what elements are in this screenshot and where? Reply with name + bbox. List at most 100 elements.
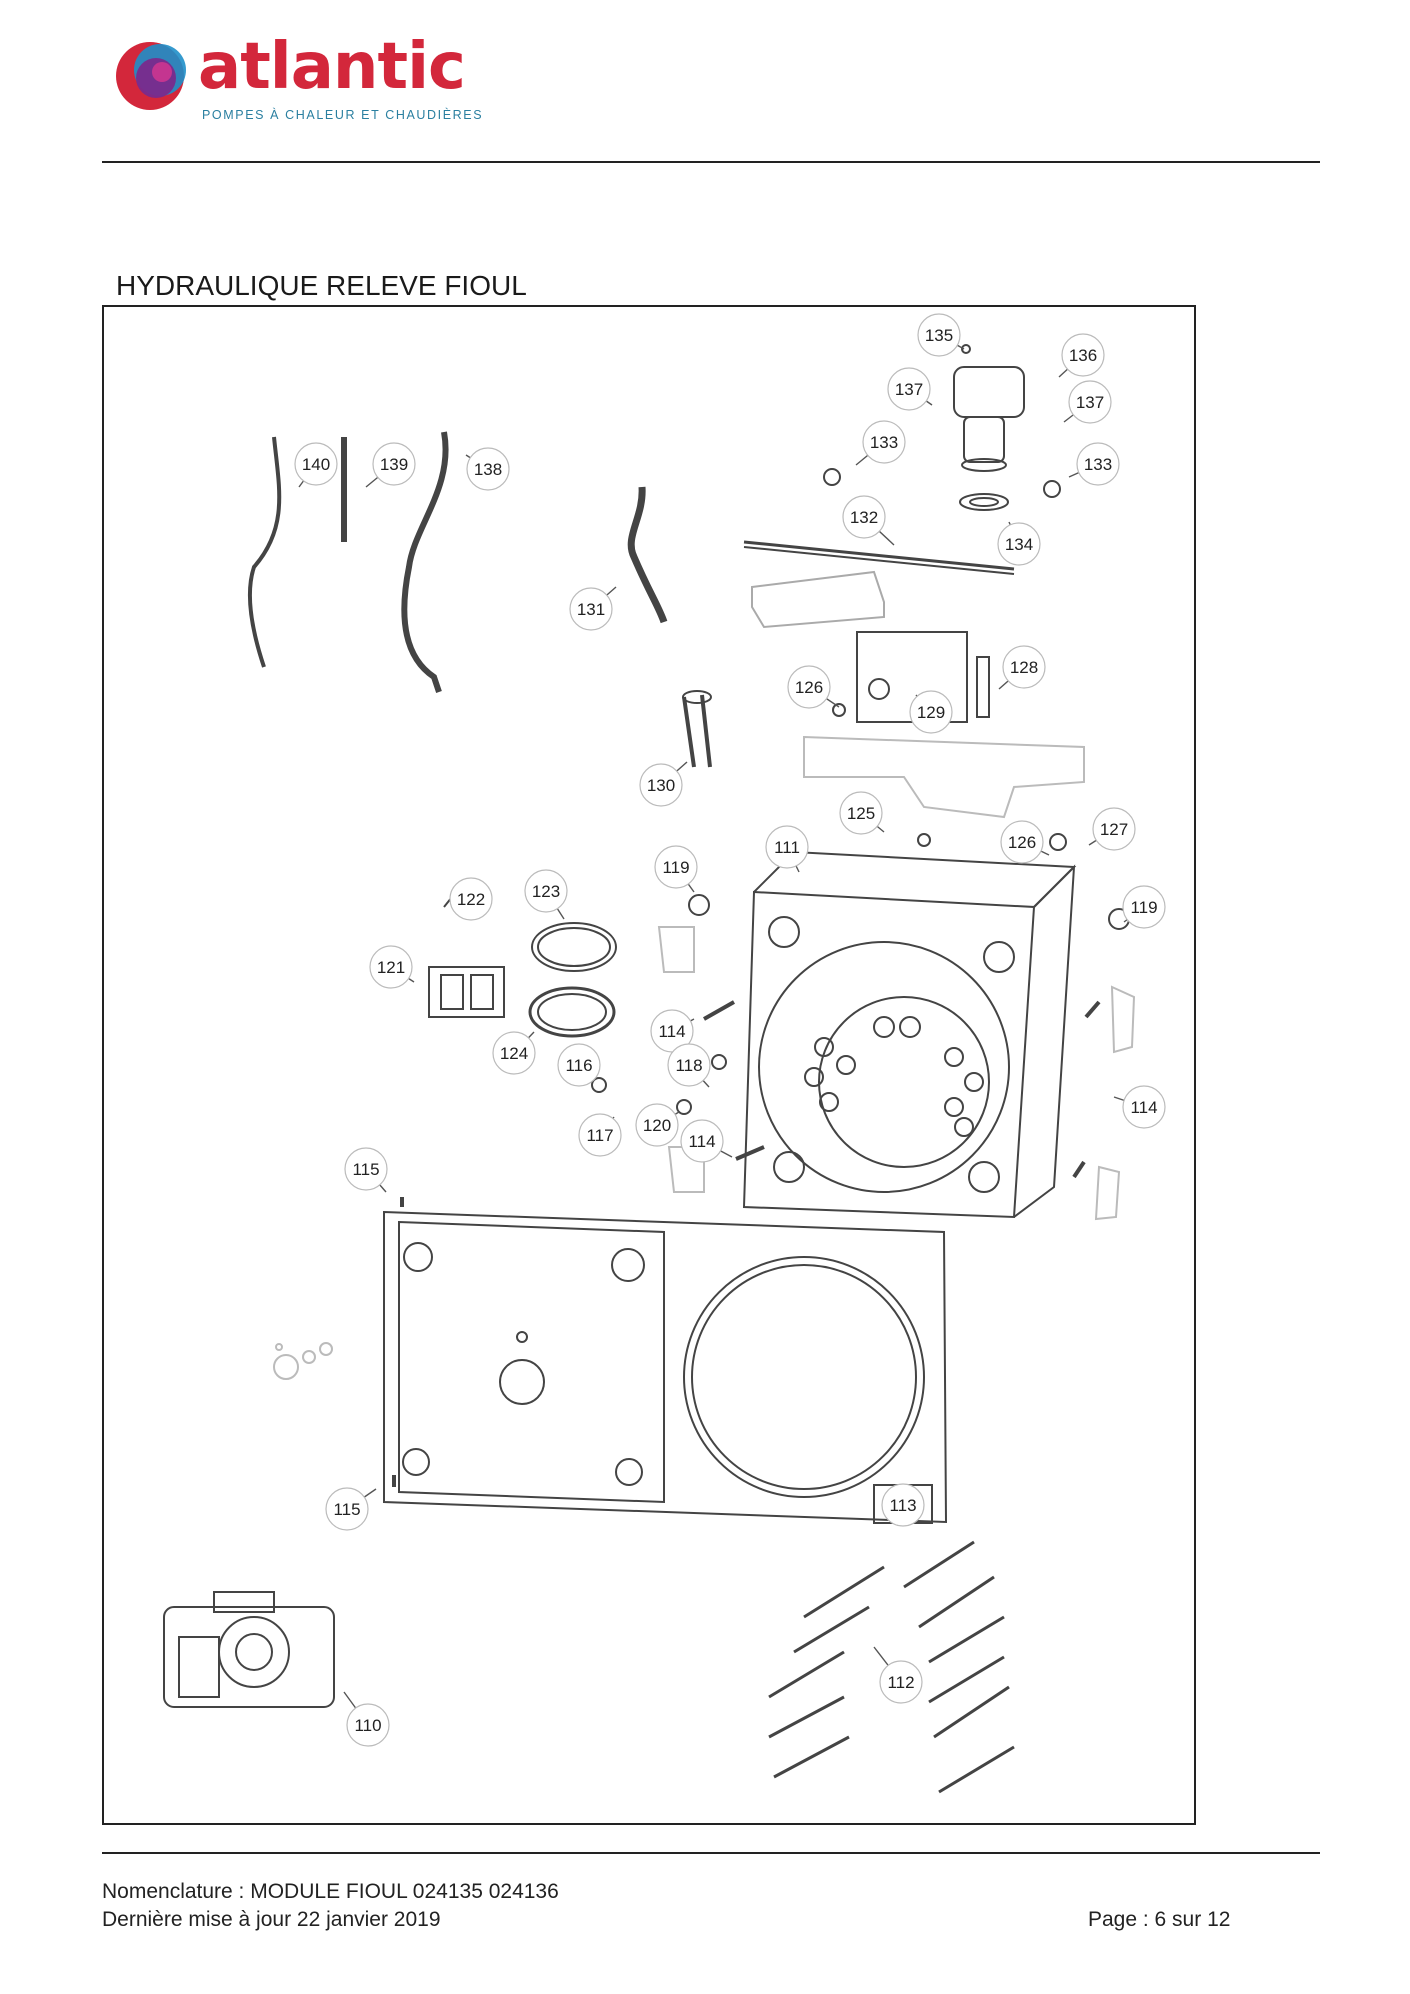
part-callout-120: 120 bbox=[635, 1103, 679, 1147]
callout-bubble bbox=[887, 367, 931, 411]
callout-bubble bbox=[680, 1119, 724, 1163]
callout-number: 133 bbox=[870, 433, 898, 452]
part-callout-110: 110 bbox=[346, 1703, 390, 1747]
callout-number: 121 bbox=[377, 958, 405, 977]
callout-number: 114 bbox=[658, 1022, 685, 1041]
part-callout-129: 129 bbox=[909, 690, 953, 734]
callout-number: 128 bbox=[1010, 658, 1038, 677]
callout-number: 124 bbox=[500, 1044, 528, 1063]
callout-bubble bbox=[917, 313, 961, 357]
callout-bubble bbox=[466, 447, 510, 491]
callout-bubble bbox=[997, 522, 1041, 566]
atlantic-logo-icon bbox=[116, 42, 186, 110]
part-callout-124: 124 bbox=[492, 1031, 536, 1075]
callout-bubble bbox=[1000, 820, 1044, 864]
callout-bubble bbox=[862, 420, 906, 464]
part-callout-127: 127 bbox=[1092, 807, 1136, 851]
part-callout-139: 139 bbox=[372, 442, 416, 486]
part-callout-135: 135 bbox=[917, 313, 961, 357]
callout-number: 112 bbox=[887, 1673, 914, 1692]
callout-number: 127 bbox=[1100, 820, 1128, 839]
callout-bubble bbox=[1061, 333, 1105, 377]
part-callout-114: 114 bbox=[680, 1119, 724, 1163]
callout-bubble bbox=[346, 1703, 390, 1747]
callout-number: 114 bbox=[1130, 1098, 1157, 1117]
part-callout-133: 133 bbox=[1076, 442, 1120, 486]
callout-bubble bbox=[1122, 885, 1166, 929]
callout-number: 134 bbox=[1005, 535, 1033, 554]
callout-number: 139 bbox=[380, 455, 408, 474]
callout-number: 116 bbox=[565, 1056, 592, 1075]
callout-number: 126 bbox=[795, 678, 823, 697]
callout-number: 118 bbox=[675, 1056, 702, 1075]
callout-number: 125 bbox=[847, 804, 875, 823]
part-callout-123: 123 bbox=[524, 869, 568, 913]
part-callout-133: 133 bbox=[862, 420, 906, 464]
callout-number: 119 bbox=[1130, 898, 1157, 917]
footer-divider bbox=[102, 1852, 1320, 1854]
callout-bubble bbox=[1002, 645, 1046, 689]
callout-number: 113 bbox=[889, 1496, 916, 1515]
footer-page-number: Page : 6 sur 12 bbox=[1088, 1908, 1231, 1931]
part-callout-134: 134 bbox=[997, 522, 1041, 566]
part-callout-115: 115 bbox=[344, 1147, 388, 1191]
burner-unit bbox=[163, 1591, 335, 1708]
callout-number: 114 bbox=[688, 1132, 715, 1151]
callout-bubble bbox=[842, 495, 886, 539]
footer-nomenclature: Nomenclature : MODULE FIOUL 024135 02413… bbox=[102, 1880, 559, 1903]
callout-number: 123 bbox=[532, 882, 560, 901]
callout-bubble bbox=[654, 845, 698, 889]
part-callout-136: 136 bbox=[1061, 333, 1105, 377]
part-callout-137: 137 bbox=[887, 367, 931, 411]
callout-number: 131 bbox=[577, 600, 605, 619]
part-callout-119: 119 bbox=[1122, 885, 1166, 929]
callout-bubble bbox=[909, 690, 953, 734]
callout-number: 132 bbox=[850, 508, 878, 527]
callout-bubble bbox=[667, 1043, 711, 1087]
callout-bubble bbox=[369, 945, 413, 989]
part-callout-113: 113 bbox=[881, 1483, 925, 1527]
callout-bubble bbox=[325, 1487, 369, 1531]
callout-number: 135 bbox=[925, 326, 953, 345]
callout-bubble bbox=[449, 877, 493, 921]
header-divider bbox=[102, 161, 1320, 163]
callout-number: 115 bbox=[352, 1160, 379, 1179]
part-callout-117: 117 bbox=[578, 1113, 622, 1157]
part-callout-138: 138 bbox=[466, 447, 510, 491]
part-callout-122: 122 bbox=[449, 877, 493, 921]
part-callout-137: 137 bbox=[1068, 380, 1112, 424]
callout-number: 111 bbox=[774, 838, 800, 857]
turbulator-springs bbox=[768, 1540, 1015, 1794]
callout-number: 115 bbox=[333, 1500, 360, 1519]
callout-bubble bbox=[1092, 807, 1136, 851]
callout-number: 140 bbox=[302, 455, 330, 474]
callout-bubble bbox=[557, 1043, 601, 1087]
part-callout-140: 140 bbox=[294, 442, 338, 486]
callout-bubble bbox=[569, 587, 613, 631]
diagram-canvas: 1351361371371331331321341401391381311281… bbox=[163, 313, 1166, 1794]
part-callout-121: 121 bbox=[369, 945, 413, 989]
part-callout-119: 119 bbox=[654, 845, 698, 889]
callout-number: 126 bbox=[1008, 833, 1036, 852]
callout-number: 137 bbox=[895, 380, 923, 399]
brand-name: atlantic bbox=[198, 30, 466, 104]
callout-bubble bbox=[1122, 1085, 1166, 1129]
callout-number: 133 bbox=[1084, 455, 1112, 474]
atlantic-logo: atlantic POMPES À CHALEUR ET CHAUDIÈRES bbox=[110, 30, 490, 136]
part-callout-130: 130 bbox=[639, 763, 683, 807]
callout-bubble bbox=[294, 442, 338, 486]
callout-number: 110 bbox=[354, 1716, 381, 1735]
callout-bubble bbox=[639, 763, 683, 807]
callout-number: 120 bbox=[643, 1116, 671, 1135]
part-callout-112: 112 bbox=[879, 1660, 923, 1704]
callout-bubble bbox=[492, 1031, 536, 1075]
part-callout-114: 114 bbox=[650, 1009, 694, 1053]
callout-bubble bbox=[879, 1660, 923, 1704]
callout-bubble bbox=[881, 1483, 925, 1527]
part-callout-116: 116 bbox=[557, 1043, 601, 1087]
callout-bubble bbox=[1068, 380, 1112, 424]
burner-frame bbox=[742, 850, 1077, 1219]
part-callout-115: 115 bbox=[325, 1487, 369, 1531]
callout-bubble bbox=[372, 442, 416, 486]
